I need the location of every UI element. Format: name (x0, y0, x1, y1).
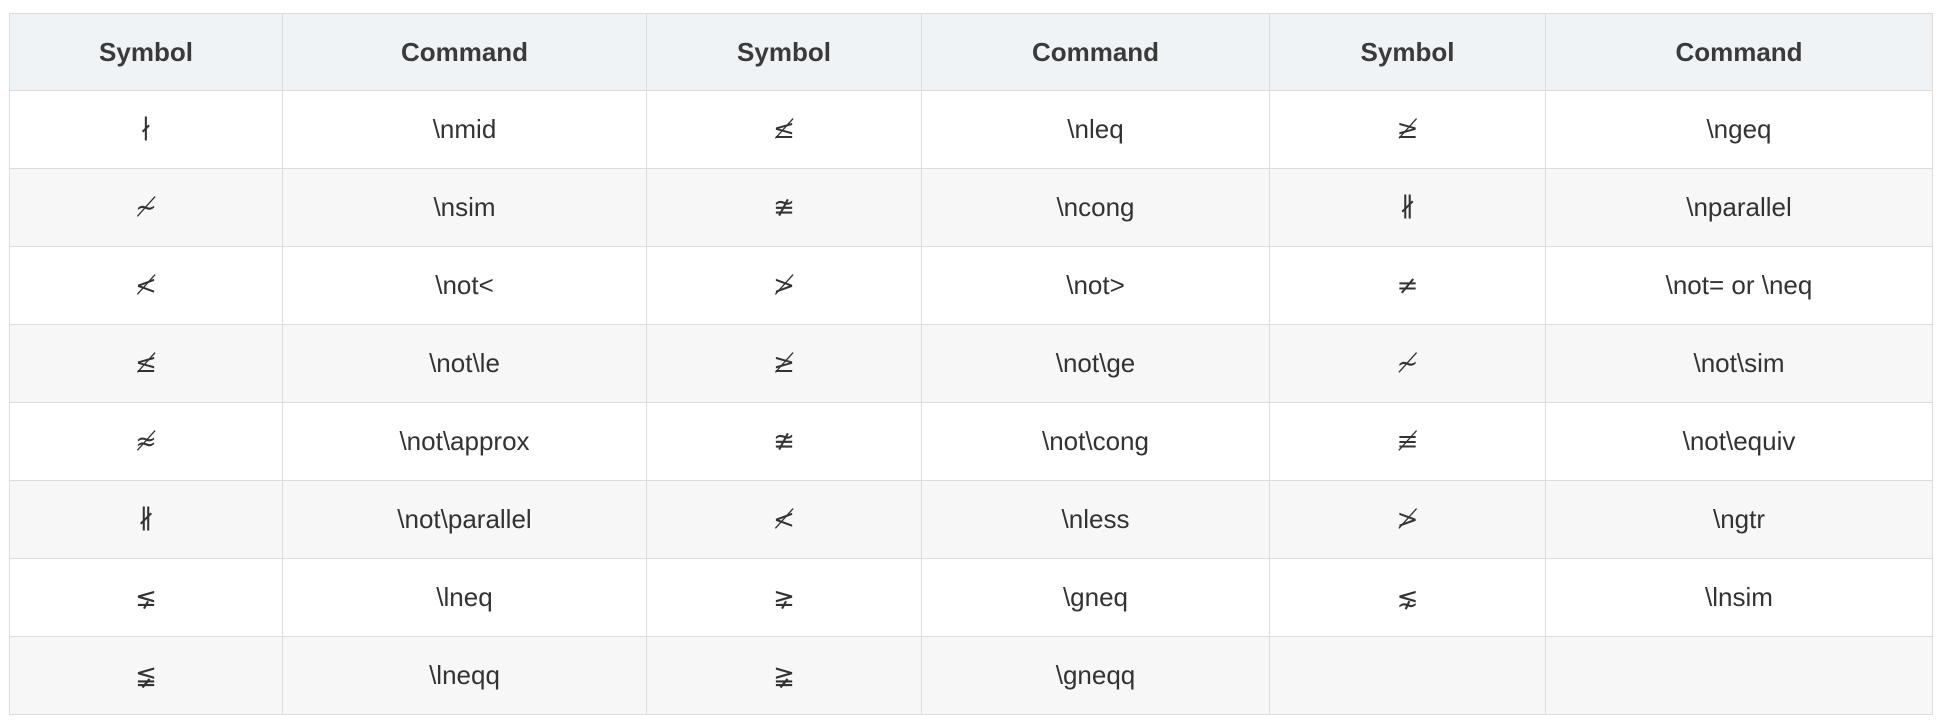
column-header-command: Command (1545, 13, 1933, 91)
command-cell: \nparallel (1545, 168, 1933, 247)
symbol-cell: ≮ (9, 246, 283, 325)
command-cell: \not\equiv (1545, 402, 1933, 481)
table-row: ≮ \not< ≯ \not> ≠ \not= or \neq (9, 246, 1933, 325)
command-cell: \gneq (921, 558, 1270, 637)
column-header-symbol: Symbol (1269, 13, 1546, 91)
symbol-cell: ≇ (646, 402, 922, 481)
command-cell: \ngtr (1545, 480, 1933, 559)
command-cell: \not\cong (921, 402, 1270, 481)
command-cell: \not\ge (921, 324, 1270, 403)
symbol-cell: ≱ (646, 324, 922, 403)
command-cell: \nsim (282, 168, 647, 247)
table-row: ≰ \not\le ≱ \not\ge ≁ \not\sim (9, 324, 1933, 403)
symbol-command-table: Symbol Command Symbol Command Symbol Com… (9, 13, 1933, 715)
command-cell: \lneqq (282, 636, 647, 715)
command-cell: \lnsim (1545, 558, 1933, 637)
table-header-row: Symbol Command Symbol Command Symbol Com… (9, 13, 1933, 91)
symbol-cell: ≁ (1269, 324, 1546, 403)
table-row: ⪇ \lneq ⪈ \gneq ⋦ \lnsim (9, 558, 1933, 637)
command-cell: \not> (921, 246, 1270, 325)
command-cell: \not\approx (282, 402, 647, 481)
table-row: ∤ \nmid ≰ \nleq ≱ \ngeq (9, 90, 1933, 169)
symbol-cell: ≩ (646, 636, 922, 715)
command-cell: \lneq (282, 558, 647, 637)
command-cell: \not= or \neq (1545, 246, 1933, 325)
command-cell: \ngeq (1545, 90, 1933, 169)
symbol-cell: ≰ (646, 90, 922, 169)
command-cell: \nmid (282, 90, 647, 169)
symbol-cell: ≰ (9, 324, 283, 403)
empty-cell (1545, 636, 1933, 715)
column-header-symbol: Symbol (646, 13, 922, 91)
column-header-command: Command (921, 13, 1270, 91)
command-cell: \gneqq (921, 636, 1270, 715)
symbol-table-container: Symbol Command Symbol Command Symbol Com… (9, 13, 1933, 715)
symbol-cell: ≮ (646, 480, 922, 559)
symbol-cell: ≠ (1269, 246, 1546, 325)
command-cell: \not\sim (1545, 324, 1933, 403)
symbol-cell: ⪇ (9, 558, 283, 637)
column-header-command: Command (282, 13, 647, 91)
command-cell: \not\parallel (282, 480, 647, 559)
symbol-cell: ∦ (9, 480, 283, 559)
table-row: ≨ \lneqq ≩ \gneqq (9, 636, 1933, 715)
symbol-cell: ⋦ (1269, 558, 1546, 637)
symbol-cell: ∦ (1269, 168, 1546, 247)
symbol-cell: ≱ (1269, 90, 1546, 169)
column-header-symbol: Symbol (9, 13, 283, 91)
symbol-cell: ≢ (1269, 402, 1546, 481)
empty-cell (1269, 636, 1546, 715)
table-row: ≉ \not\approx ≇ \not\cong ≢ \not\equiv (9, 402, 1933, 481)
command-cell: \nleq (921, 90, 1270, 169)
command-cell: \ncong (921, 168, 1270, 247)
command-cell: \nless (921, 480, 1270, 559)
symbol-cell: ≁ (9, 168, 283, 247)
symbol-cell: ≯ (646, 246, 922, 325)
symbol-cell: ∤ (9, 90, 283, 169)
symbol-cell: ≇ (646, 168, 922, 247)
symbol-cell: ≉ (9, 402, 283, 481)
symbol-cell: ≨ (9, 636, 283, 715)
table-row: ∦ \not\parallel ≮ \nless ≯ \ngtr (9, 480, 1933, 559)
table-row: ≁ \nsim ≇ \ncong ∦ \nparallel (9, 168, 1933, 247)
symbol-cell: ≯ (1269, 480, 1546, 559)
symbol-cell: ⪈ (646, 558, 922, 637)
command-cell: \not< (282, 246, 647, 325)
command-cell: \not\le (282, 324, 647, 403)
